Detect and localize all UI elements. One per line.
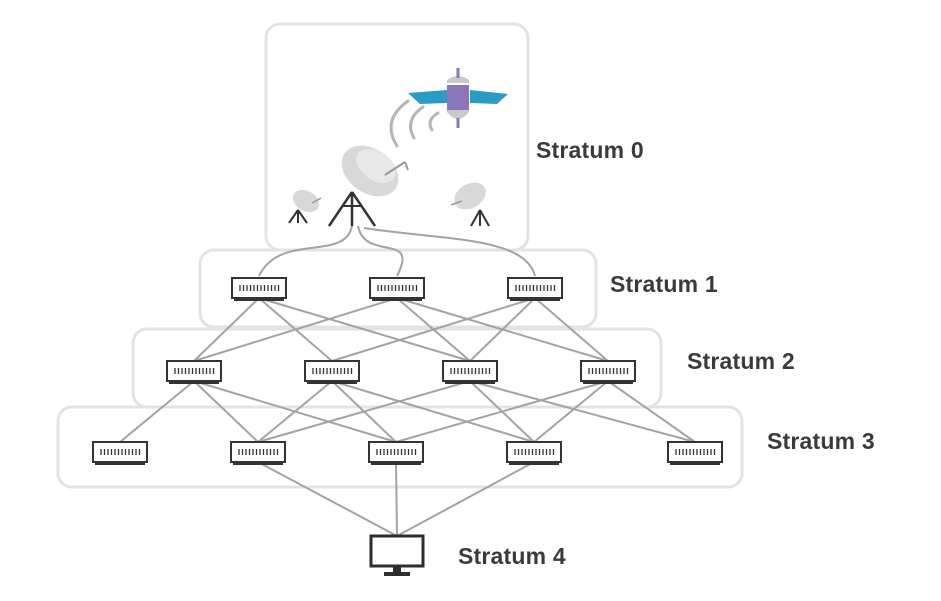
link-s1-s2 [193,297,260,362]
cable-dish-to-s1-right [363,227,536,277]
link-s2-s3 [257,380,333,443]
network-switch-icon [580,360,636,384]
network-switch-icon [506,441,562,465]
network-switch-icon [369,277,425,301]
link-s1-s2 [331,297,536,362]
stratum-3-label: Stratum 3 [767,428,875,454]
dish-cables [258,225,536,277]
link-group [119,297,696,537]
signal-waves-icon [389,99,440,148]
satellite-dish-small-left-icon [288,189,322,224]
stratum-4-label: Stratum 4 [458,543,566,569]
device-group [92,277,723,465]
satellite-dish-small-right-icon [450,182,490,227]
link-s2-s3 [257,380,471,443]
network-switch-icon [230,441,286,465]
stratum-0-label: Stratum 0 [536,137,644,163]
link-s2-s3 [469,380,696,443]
network-switch-icon [304,360,360,384]
network-switch-icon [507,277,563,301]
stratum-1-label: Stratum 1 [610,271,718,297]
monitor-icon [369,534,425,576]
link-s3-s4 [395,461,398,537]
network-switch-icon [368,441,424,465]
link-s2-s3 [193,380,259,443]
link-s2-s3 [119,380,195,443]
link-s1-s2 [534,297,609,362]
cable-dish-to-s1-center [357,225,404,277]
network-switch-icon [166,360,222,384]
network-switch-icon [231,277,287,301]
link-s2-s3 [331,380,535,443]
link-s1-s2 [469,297,536,362]
link-s1-s2 [193,297,398,362]
stratum-2-panel [131,327,663,409]
satellite-icon [408,68,508,128]
link-s3-s4 [396,461,535,537]
link-s2-s3 [607,380,696,443]
link-s2-s3 [395,380,609,443]
network-switch-icon [92,441,148,465]
stratum-0-panel [264,22,530,252]
link-s2-s3 [533,380,609,443]
stratum-2-label: Stratum 2 [687,348,795,374]
link-s3-s4 [257,461,398,537]
network-switch-icon [667,441,723,465]
network-switch-icon [442,360,498,384]
cable-dish-to-s1-left [258,225,353,277]
satellite-dish-icon [327,145,409,227]
link-s1-s2 [258,297,471,362]
